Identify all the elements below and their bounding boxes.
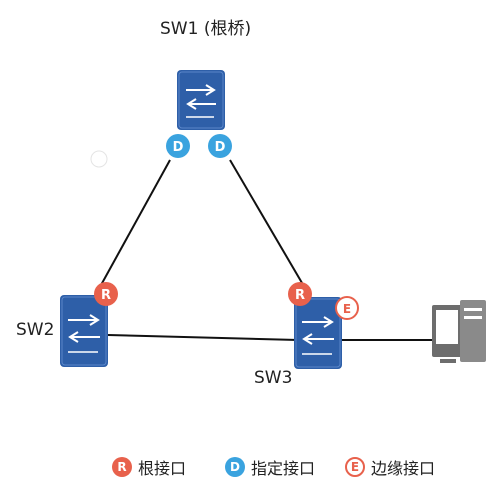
pc-icon — [432, 300, 486, 363]
port-badge-sw2-root: R — [94, 282, 118, 306]
decorative-circle — [90, 150, 108, 168]
legend-root-port: R 根接口 — [112, 455, 186, 479]
port-badge-sw1-left-designated: D — [166, 134, 190, 158]
port-badge-sw3-root: R — [288, 282, 312, 306]
badge-letter: D — [215, 140, 226, 155]
switch-sw1-icon — [177, 70, 225, 130]
badge-letter: D — [173, 140, 184, 155]
switch-sw2-icon — [60, 295, 108, 367]
link-sw1-sw2 — [89, 159, 171, 306]
badge-letter: R — [101, 288, 111, 303]
sw2-label: SW2 — [16, 320, 55, 340]
port-badge-sw3-edge: E — [335, 296, 359, 320]
sw1-label: SW1 (根桥) — [160, 19, 252, 39]
badge-letter: E — [343, 302, 351, 316]
legend-edge-port: E 边缘接口 — [345, 455, 435, 479]
legend-label: 根接口 — [138, 459, 187, 478]
designated-port-legend-icon: D — [225, 457, 245, 477]
link-sw2-sw3 — [107, 334, 299, 341]
switch-sw3-icon — [294, 297, 342, 369]
port-badge-sw1-right-designated: D — [208, 134, 232, 158]
edge-port-legend-icon: E — [345, 457, 365, 477]
sw3-label: SW3 — [254, 368, 293, 388]
legend-label: 指定接口 — [251, 459, 316, 478]
link-sw1-sw3 — [229, 159, 313, 301]
legend-label: 边缘接口 — [371, 459, 436, 478]
root-port-legend-icon: R — [112, 457, 132, 477]
badge-letter: R — [295, 288, 305, 303]
legend-designated-port: D 指定接口 — [225, 455, 315, 479]
